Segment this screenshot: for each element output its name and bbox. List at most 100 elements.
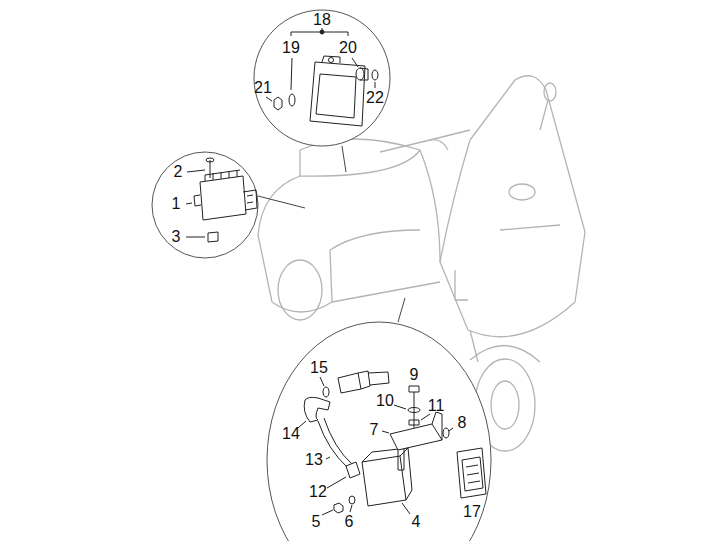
line-art (455, 270, 468, 300)
line-art (266, 97, 272, 101)
line-art (329, 58, 334, 63)
callout-number: 2 (174, 163, 183, 181)
callout-number: 13 (305, 451, 323, 469)
line-art (210, 160, 211, 178)
callout-number: 3 (172, 228, 181, 246)
line-art (350, 505, 352, 512)
line-art (394, 405, 406, 409)
line-art (466, 465, 480, 483)
line-art (352, 58, 358, 67)
line-art (420, 150, 440, 262)
line-art (322, 510, 333, 515)
line-art (243, 190, 257, 210)
line-art (462, 457, 483, 491)
line-art (470, 345, 540, 362)
line-art (430, 130, 470, 140)
line-art (382, 431, 389, 433)
callout-number: 1 (172, 195, 181, 213)
line-art (342, 146, 346, 172)
line-art (338, 373, 361, 393)
line-art (291, 58, 292, 90)
pointer-lines (258, 146, 405, 322)
line-art (432, 412, 442, 440)
line-art (206, 158, 214, 162)
line-art (408, 408, 420, 413)
line-art (346, 462, 360, 478)
line-art (402, 503, 410, 514)
line-art (414, 392, 415, 428)
line-art (320, 377, 324, 386)
detail-circles (152, 10, 491, 541)
line-art (267, 322, 491, 541)
line-art (316, 74, 356, 118)
line-art (327, 477, 346, 488)
line-art (289, 94, 295, 106)
top-detail (266, 28, 378, 126)
line-art (375, 82, 376, 88)
line-art (152, 152, 258, 258)
line-art (247, 195, 253, 203)
line-art (291, 32, 348, 36)
callout-number: 20 (339, 39, 357, 57)
line-art (356, 68, 364, 80)
line-art (187, 170, 205, 172)
line-art (278, 260, 322, 320)
line-art (254, 10, 390, 146)
line-art (362, 448, 412, 500)
callout-number: 4 (412, 513, 421, 531)
line-art (362, 456, 406, 506)
line-art (544, 83, 556, 101)
callout-number: 10 (376, 392, 394, 410)
callout-number: 11 (428, 397, 445, 415)
callout-number: 22 (366, 89, 384, 107)
line-art (258, 196, 305, 208)
line-art (372, 70, 378, 80)
line-art (194, 195, 201, 206)
line-art (470, 330, 478, 362)
line-art (470, 76, 585, 232)
line-art (409, 386, 419, 392)
line-art (334, 503, 343, 513)
line-art (304, 397, 330, 422)
line-art (200, 176, 246, 220)
line-art (208, 232, 218, 242)
callout-number: 15 (310, 359, 328, 377)
line-art (491, 381, 519, 429)
callout-number: 12 (309, 483, 327, 501)
line-art (274, 97, 282, 110)
callout-number: 7 (370, 421, 379, 439)
line-art (322, 56, 340, 63)
line-art (323, 387, 329, 397)
line-art (500, 225, 560, 230)
line-art (449, 428, 453, 431)
bottom-detail (298, 371, 486, 515)
callout-number: 9 (410, 366, 419, 384)
line-art (358, 371, 370, 389)
callout-number: 21 (254, 79, 272, 97)
line-art (186, 237, 205, 238)
callout-number: 5 (312, 513, 321, 531)
line-art (457, 448, 486, 498)
line-art (390, 424, 442, 450)
line-art (421, 414, 430, 420)
line-art (326, 457, 330, 459)
line-art (368, 372, 389, 385)
line-art (409, 420, 419, 425)
line-art (443, 428, 449, 438)
callout-number: 17 (463, 503, 481, 521)
callout-number: 8 (458, 414, 467, 432)
line-art (398, 298, 405, 322)
line-art (440, 140, 585, 337)
callout-number: 18 (313, 11, 331, 29)
line-art (360, 68, 368, 80)
line-art (509, 184, 535, 200)
callout-number: 19 (282, 39, 300, 57)
line-art (258, 176, 440, 312)
line-art (349, 496, 355, 504)
line-art (398, 449, 404, 470)
left-detail (186, 158, 257, 242)
line-art (330, 230, 420, 302)
